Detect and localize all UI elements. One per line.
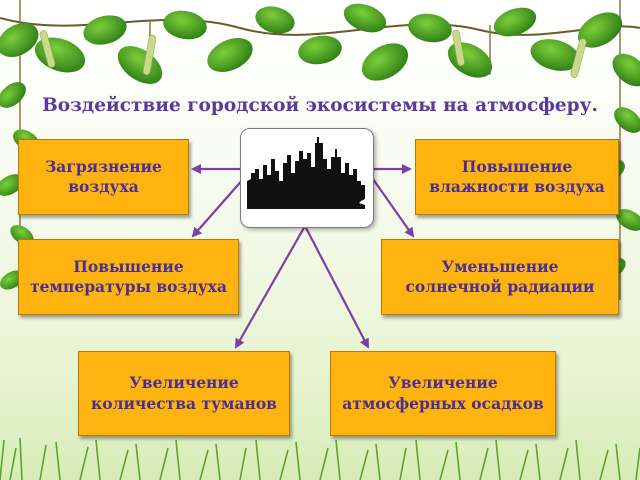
- effect-fog-increase: Увеличение количества туманов: [78, 351, 290, 436]
- city-image-frame: [240, 128, 374, 228]
- effect-precipitation-increase: Увеличение атмосферных осадков: [330, 351, 556, 436]
- effect-solar-radiation-decrease: Уменьшение солнечной радиации: [381, 239, 619, 315]
- city-skyline-icon: [247, 137, 365, 209]
- effect-air-pollution: Загрязнение воздуха: [18, 139, 189, 215]
- effect-temperature-increase: Повышение температуры воздуха: [18, 239, 239, 315]
- effect-humidity-increase: Повышение влажности воздуха: [415, 139, 619, 215]
- slide-title: Воздействие городской экосистемы на атмо…: [42, 95, 598, 116]
